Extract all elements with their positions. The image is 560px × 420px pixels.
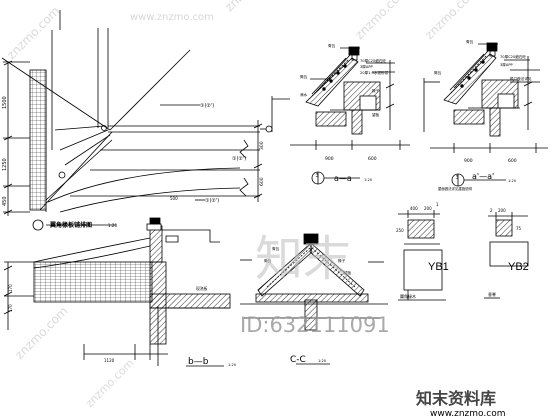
section-marker: 3 (316, 173, 319, 179)
dim-label: 170 (8, 284, 13, 292)
plan-labels: 1500 1250 450 300 600 ①(②') ①(②') ①(②') … (2, 96, 265, 229)
note: 椽子 (338, 258, 346, 263)
plan-title: 翼角椽板铺排图 (49, 221, 92, 229)
dim-label: 500 (170, 196, 178, 201)
note: 筒瓦 (264, 258, 272, 263)
dim-label: 1250 (2, 158, 8, 171)
note: 滴水 (300, 92, 308, 97)
brand-url: www.znzmo.com (430, 409, 505, 419)
caption: 垂脊 (488, 291, 496, 297)
section-scale: 1:20 (228, 363, 237, 367)
section-title: a—a (334, 174, 352, 183)
dim-label: 300 (259, 141, 265, 150)
dim-label: 900 (464, 158, 473, 164)
diag-watermark: znzmo.com (83, 357, 137, 411)
dim-label: 450 (2, 196, 8, 206)
detail-title: YB1 (428, 261, 449, 273)
section-scale: 1:20 (318, 359, 327, 363)
section-c-c-labels: 脊瓦 筒瓦 椽子 望板 C-C 1:20 (264, 246, 352, 365)
dim-label: 600 (508, 158, 517, 164)
brand-block: 知末资料库 www.znzmo.com (416, 389, 505, 419)
diag-watermark: znzmo.com (4, 4, 62, 62)
note: 椽子 (372, 88, 380, 93)
dim-label: 170 (8, 304, 13, 312)
section-marker: 3 (456, 175, 459, 181)
plan-scale: 1:20 (108, 223, 117, 228)
note: 脊瓦 (466, 39, 474, 44)
watermark-overlay: 知末 ID:632111091 www.znzmo.com (130, 12, 390, 337)
dim-label: 400 (410, 206, 418, 211)
note: 3厚APP (360, 64, 374, 69)
dim-label: 75 (516, 226, 522, 231)
detail-yb2-labels: 200 75 2 YB2 垂脊 (488, 208, 529, 297)
note: 脊瓦 (272, 246, 280, 251)
dim-label: 250 (396, 228, 404, 233)
note: 3厚APP (500, 62, 514, 67)
note: 望板 (344, 270, 352, 275)
note: 望板 (372, 112, 380, 117)
section-title: C-C (290, 355, 306, 365)
section-a-a-labels: 脊瓦 70厚C20细石砼 3厚APP 20厚1:3水泥砂浆 筒瓦 滴水 椽子 望… (300, 43, 389, 183)
dim-label: 1500 (2, 96, 8, 109)
dim-label: 900 (325, 156, 334, 162)
dim-label: 200 (424, 206, 432, 211)
note: 筒瓦 (300, 74, 308, 79)
section-scale: 1:20 (364, 178, 373, 182)
section-b-b (3, 217, 231, 367)
section-a-a (271, 46, 410, 185)
note: 70厚C20细石砼 (500, 54, 526, 59)
dim-label: 200 (498, 208, 506, 213)
url-watermark: www.znzmo.com (130, 12, 214, 23)
section-c-c (240, 233, 388, 365)
diag-watermark: znzmo.com (352, 0, 410, 42)
axis-mark: ①(②') (205, 198, 219, 204)
dim-label: 600 (259, 177, 265, 186)
section-title: a'—a' (472, 172, 494, 181)
section-title: b—b (188, 357, 209, 367)
axis-mark: ①(②') (232, 156, 246, 162)
roof-corner-plan (1, 10, 273, 231)
dim-label: 1120 (104, 358, 115, 363)
axis-mark: ①(②') (200, 103, 214, 109)
section-a2-a2-labels: 脊瓦 70厚C20细石砼 3厚APP 檐口做法详见 筒瓦 900 600 3 a… (434, 39, 532, 191)
id-watermark: ID:632111091 (240, 313, 390, 337)
section-b-b-labels: 170 170 1120 现浇板 b—b 1:20 (8, 284, 237, 367)
detail-title: YB2 (508, 261, 529, 273)
note: 屋面做法详见建施说明 (438, 186, 473, 191)
note: 檐口做法详见 (510, 76, 532, 81)
note: 现浇板 (196, 286, 208, 291)
caption: 翼角椽木 (400, 293, 416, 299)
diag-watermark: znzmo.com (422, 0, 480, 42)
brand-name: 知末资料库 (416, 389, 496, 408)
diag-watermark: znzmo.com (222, 0, 280, 14)
detail-yb1-labels: 400 200 250 1 YB1 翼角椽木 (396, 202, 449, 299)
section-a2-a2 (423, 42, 548, 187)
section-scale: 1:20 (508, 179, 517, 183)
detail-yb1 (398, 210, 446, 301)
tag: 1 (436, 202, 439, 207)
tag: 2 (490, 208, 493, 213)
note: 筒瓦 (434, 70, 442, 75)
note: 20厚1:3水泥砂浆 (360, 70, 389, 75)
note: 脊瓦 (328, 43, 336, 48)
note: 70厚C20细石砼 (360, 58, 386, 63)
dim-label: 600 (368, 156, 377, 162)
diag-watermark: znzmo.com (12, 304, 70, 362)
detail-yb2 (484, 212, 529, 299)
logo-watermark: 知末 (255, 231, 351, 287)
